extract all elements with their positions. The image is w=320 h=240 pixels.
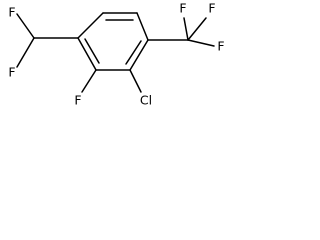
chemical-structure: F F F Cl F F F (8, 1, 224, 108)
ring-bond-6 (77, 37, 97, 71)
atom-label-f-cf3-top-right: F (208, 1, 215, 16)
atom-label-f-chf2-top: F (8, 5, 15, 20)
ring-bond-3 (136, 12, 149, 41)
atom-label-cl-ring: Cl (140, 93, 152, 108)
atom-label-f-chf2-bottom: F (8, 65, 15, 80)
atom-label-f-ring: F (74, 93, 81, 108)
atom-label-f-cf3-top-left: F (179, 1, 186, 16)
cf3-f-top-right-bond (187, 17, 207, 41)
cf3-f-right-bond (187, 39, 215, 47)
ring-double-bond-right (125, 40, 142, 65)
ring-bond-1 (77, 12, 104, 39)
ring-substituents (81, 69, 142, 93)
ring-cl-bond (129, 69, 142, 93)
trifluoromethyl-group (147, 17, 215, 47)
atom-label-f-cf3-right: F (217, 39, 224, 54)
difluoromethyl-group (16, 13, 79, 68)
atom-labels: F F F Cl F F F (8, 1, 224, 108)
chf2-f-bottom-bond (16, 37, 35, 68)
ring-double-bond-left (84, 38, 100, 64)
cf3-f-top-left-bond (183, 17, 189, 41)
ring-f-bond (81, 69, 97, 93)
benzene-ring (77, 12, 149, 71)
ring-bond-4 (129, 39, 149, 71)
chf2-f-top-bond (16, 13, 35, 39)
